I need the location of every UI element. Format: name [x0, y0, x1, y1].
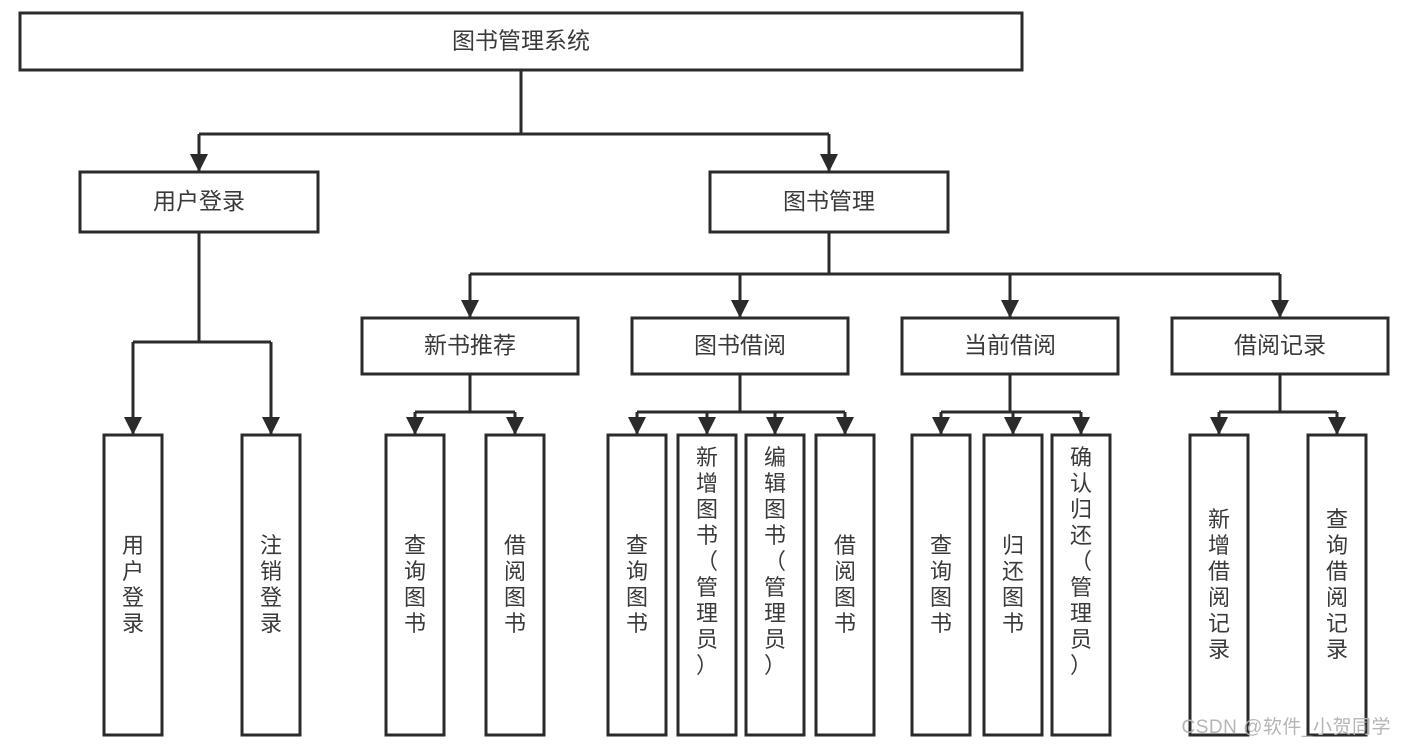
node-current-borrow[interactable]: 当前借阅	[900, 316, 1120, 376]
node-root-box	[18, 11, 1024, 72]
node-leaf-return-book[interactable]: 归还图书	[982, 433, 1044, 737]
arrow-head-icon	[698, 417, 716, 435]
node-leaf-add-book-admin-box	[676, 433, 738, 737]
node-leaf-query-book-recommend[interactable]: 查询图书	[384, 433, 446, 737]
node-borrow-record[interactable]: 借阅记录	[1170, 316, 1390, 376]
node-leaf-add-book-admin[interactable]: 新增图书（管理员）	[676, 433, 738, 737]
node-leaf-borrow-book-box	[814, 433, 876, 737]
arrow-head-icon	[820, 154, 838, 172]
node-user-login[interactable]: 用户登录	[78, 170, 320, 234]
arrow-head-icon	[1072, 417, 1090, 435]
arrow-head-icon	[731, 300, 749, 318]
arrow-head-icon	[1004, 417, 1022, 435]
node-leaf-borrow-book-recommend[interactable]: 借阅图书	[484, 433, 546, 737]
node-current-borrow-box	[900, 316, 1120, 376]
node-leaf-edit-book-admin[interactable]: 编辑图书（管理员）	[744, 433, 806, 737]
node-leaf-query-book-borrow-box	[606, 433, 668, 737]
node-leaf-add-borrow-record[interactable]: 新增借阅记录	[1188, 433, 1250, 737]
connector-group-user-login	[124, 232, 280, 435]
node-leaf-return-book-box	[982, 433, 1044, 737]
node-leaf-query-book-recommend-label: 查询图书	[404, 533, 426, 636]
node-leaf-query-borrow-record-box	[1306, 433, 1368, 737]
nodes-layer: 图书管理系统用户登录图书管理新书推荐图书借阅当前借阅借阅记录用户登录注销登录查询…	[18, 11, 1390, 737]
arrow-head-icon	[1210, 417, 1228, 435]
node-leaf-logout-login-box	[240, 433, 302, 737]
arrow-head-icon	[461, 300, 479, 318]
node-borrow-record-box	[1170, 316, 1390, 376]
node-leaf-borrow-book-label: 借阅图书	[834, 533, 856, 636]
node-new-book-recommend[interactable]: 新书推荐	[360, 316, 580, 376]
node-book-management-label: 图书管理	[783, 188, 875, 214]
node-leaf-borrow-book[interactable]: 借阅图书	[814, 433, 876, 737]
arrow-head-icon	[124, 417, 142, 435]
node-book-management[interactable]: 图书管理	[708, 170, 950, 234]
arrow-head-icon	[406, 417, 424, 435]
node-leaf-borrow-book-recommend-box	[484, 433, 546, 737]
arrow-head-icon	[1271, 300, 1289, 318]
arrow-head-icon	[506, 417, 524, 435]
arrow-head-icon	[190, 154, 208, 172]
node-leaf-confirm-return-admin-box	[1050, 433, 1112, 737]
arrow-head-icon	[836, 417, 854, 435]
node-leaf-user-login-label: 用户登录	[122, 533, 144, 636]
node-leaf-add-book-admin-label: 新增图书（管理员）	[696, 445, 718, 678]
connector-group-borrow-record	[1210, 374, 1346, 435]
node-root[interactable]: 图书管理系统	[18, 11, 1024, 72]
node-leaf-edit-book-admin-label: 编辑图书（管理员）	[764, 445, 786, 678]
node-user-login-box	[78, 170, 320, 234]
node-leaf-user-login[interactable]: 用户登录	[102, 433, 164, 737]
connector-group-new-book-recommend	[406, 374, 524, 435]
arrow-head-icon	[1001, 300, 1019, 318]
node-leaf-query-book-current-box	[910, 433, 972, 737]
arrow-head-icon	[766, 417, 784, 435]
node-leaf-edit-book-admin-box	[744, 433, 806, 737]
node-leaf-logout-login[interactable]: 注销登录	[240, 433, 302, 737]
arrow-head-icon	[932, 417, 950, 435]
node-leaf-user-login-box	[102, 433, 164, 737]
node-book-borrow-box	[630, 316, 850, 376]
node-leaf-confirm-return-admin-label: 确认归还（管理员）	[1070, 445, 1092, 678]
node-leaf-add-borrow-record-box	[1188, 433, 1250, 737]
node-leaf-query-borrow-record[interactable]: 查询借阅记录	[1306, 433, 1368, 737]
connector-group-current-borrow	[932, 374, 1090, 435]
node-leaf-query-book-current-label: 查询图书	[930, 533, 952, 636]
connector-group-root	[190, 70, 838, 172]
node-book-management-box	[708, 170, 950, 234]
arrow-head-icon	[1328, 417, 1346, 435]
node-leaf-query-book-recommend-box	[384, 433, 446, 737]
node-current-borrow-label: 当前借阅	[964, 332, 1056, 358]
node-new-book-recommend-label: 新书推荐	[424, 332, 516, 358]
arrow-head-icon	[262, 417, 280, 435]
node-leaf-query-book-borrow[interactable]: 查询图书	[606, 433, 668, 737]
node-book-borrow-label: 图书借阅	[694, 332, 786, 358]
node-leaf-add-borrow-record-label: 新增借阅记录	[1208, 507, 1230, 662]
node-leaf-return-book-label: 归还图书	[1002, 533, 1024, 636]
node-root-label: 图书管理系统	[452, 28, 590, 54]
arrow-head-icon	[628, 417, 646, 435]
node-new-book-recommend-box	[360, 316, 580, 376]
node-leaf-borrow-book-recommend-label: 借阅图书	[504, 533, 526, 636]
node-leaf-query-book-current[interactable]: 查询图书	[910, 433, 972, 737]
node-leaf-query-borrow-record-label: 查询借阅记录	[1326, 507, 1348, 662]
node-borrow-record-label: 借阅记录	[1234, 332, 1326, 358]
node-book-borrow[interactable]: 图书借阅	[630, 316, 850, 376]
node-user-login-label: 用户登录	[153, 188, 245, 214]
node-leaf-logout-login-label: 注销登录	[260, 533, 282, 636]
connector-lines-layer	[124, 70, 1346, 435]
node-leaf-confirm-return-admin[interactable]: 确认归还（管理员）	[1050, 433, 1112, 737]
node-leaf-query-book-borrow-label: 查询图书	[626, 533, 648, 636]
connector-group-book-management	[461, 232, 1289, 318]
connector-group-book-borrow	[628, 374, 854, 435]
